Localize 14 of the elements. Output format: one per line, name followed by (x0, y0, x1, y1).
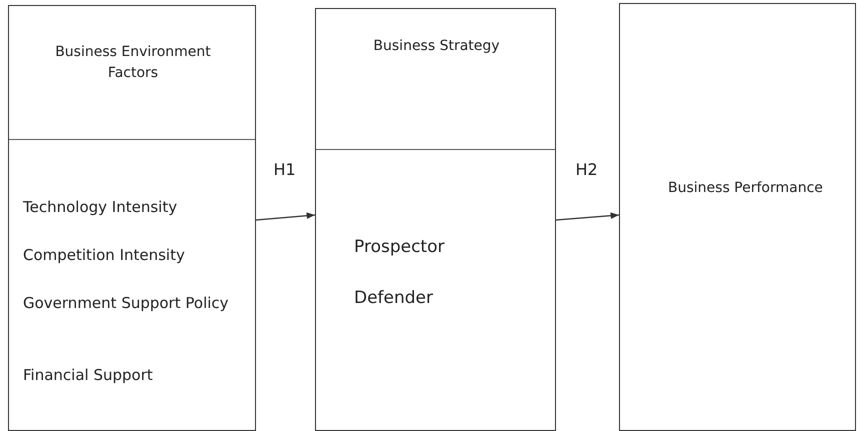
box (619, 3, 856, 431)
box-text: Technology Intensity (23, 197, 178, 218)
box-text: Defender (354, 287, 434, 310)
section-heading: Business Strategy (372, 37, 501, 56)
box-text: Government Support Policy (23, 293, 230, 314)
box-text: Prospector (354, 236, 446, 259)
box-text: Competition Intensity (23, 245, 186, 266)
box (315, 8, 556, 431)
box-text: Financial Support (23, 365, 154, 386)
arrow (256, 212, 316, 221)
box-text: Business Performance (668, 179, 824, 198)
section-heading: Business Environment Factors (54, 43, 212, 83)
box (8, 5, 256, 431)
arrow (556, 212, 620, 221)
